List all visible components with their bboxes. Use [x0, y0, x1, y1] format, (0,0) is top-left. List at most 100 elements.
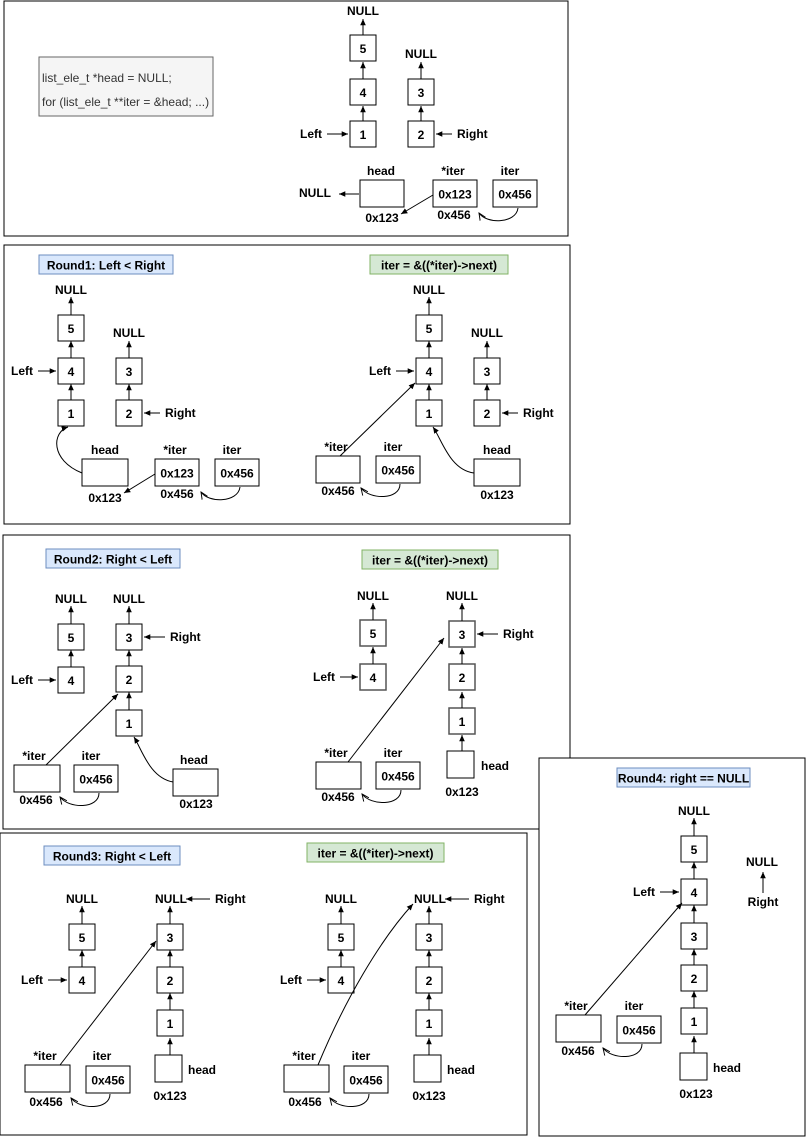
iter-box: [73, 764, 119, 793]
iter-to-deref-iter: [361, 483, 401, 497]
node-value: 5: [360, 42, 367, 56]
left-label: Left: [11, 673, 33, 687]
iter-box-value: 0x456: [349, 1074, 383, 1088]
node-value: 5: [338, 931, 345, 945]
iter-box-value: 0x456: [220, 467, 254, 481]
deref-iter-box-value: 0x123: [160, 467, 194, 481]
deref-iter-address: 0x456: [321, 790, 355, 804]
deref-iter-to-node4-next: [339, 382, 416, 457]
right-label: Right: [457, 127, 488, 141]
deref-iter-to-node3-next: [59, 940, 157, 1066]
deref-iter-box-value: 0x123: [438, 188, 472, 202]
head-address: 0x123: [445, 785, 479, 799]
iter-box-value: 0x456: [91, 1074, 125, 1088]
list-node: [68, 923, 96, 951]
node-value: 1: [126, 717, 133, 731]
deref-iter-to-node2-next: [45, 693, 119, 766]
round2-label: Round2: Right < Left: [54, 553, 172, 567]
null-label: NULL: [678, 804, 710, 818]
node-value: 2: [167, 974, 174, 988]
deref-iter-box: [13, 764, 61, 793]
right-label: Right: [474, 892, 505, 906]
head-address: 0x123: [153, 1089, 187, 1103]
deref-iter-box: [283, 1064, 330, 1093]
deref-iter-box: [315, 455, 361, 484]
head-box: [359, 179, 405, 208]
head-label: head: [180, 753, 208, 767]
list-node: [680, 878, 708, 906]
node-value: 2: [426, 974, 433, 988]
deref-iter-to-null: [317, 903, 414, 1066]
iter-box: [343, 1065, 389, 1094]
head-label: head: [481, 759, 509, 773]
iter-box: [616, 1015, 662, 1044]
iter-box: [375, 455, 421, 484]
iter-to-deref-iter: [603, 1043, 643, 1057]
node-value: 1: [426, 1017, 433, 1031]
iter-to-deref-iter: [60, 792, 100, 806]
head-box: [446, 750, 475, 779]
list-node: [68, 966, 96, 994]
round2-label-box: [45, 548, 181, 569]
head-box: [413, 1054, 442, 1083]
head-address: 0x123: [179, 797, 213, 811]
node-value: 5: [426, 322, 433, 336]
node-value: 3: [459, 628, 466, 642]
head-address: 0x123: [480, 488, 514, 502]
head-box: [679, 1052, 708, 1081]
head-box: [81, 458, 129, 487]
null-label: NULL: [299, 186, 331, 200]
iter-label: iter: [93, 1049, 112, 1063]
null-label: NULL: [471, 326, 503, 340]
deref-iter-box: [555, 1014, 602, 1043]
panel-initial: [3, 0, 569, 237]
deref-iter-box: [24, 1064, 71, 1093]
round3-action-label-box: [306, 842, 445, 863]
head-address: 0x123: [412, 1089, 446, 1103]
round2-action-label-box: [361, 549, 499, 570]
iter-to-deref-iter: [362, 789, 402, 803]
right-label: Right: [503, 627, 534, 641]
iter-label: iter: [501, 164, 520, 178]
node-value: 4: [360, 86, 367, 100]
iter-box-value: 0x456: [79, 773, 113, 787]
deref-iter-to-node3-next: [347, 637, 445, 763]
node-value: 2: [126, 407, 133, 421]
deref-iter-label: *iter: [22, 749, 46, 763]
iter-box-value: 0x456: [381, 770, 415, 784]
list-node: [57, 314, 85, 342]
list-node: [415, 357, 443, 385]
deref-iter-label: *iter: [324, 440, 348, 454]
iter-box-value: 0x456: [622, 1024, 656, 1038]
right-label: Right: [523, 406, 554, 420]
node-value: 2: [484, 407, 491, 421]
node-value: 5: [68, 631, 75, 645]
deref-iter-box: [315, 761, 362, 790]
null-label: NULL: [66, 892, 98, 906]
iter-box: [85, 1065, 131, 1094]
node-value: 5: [68, 322, 75, 336]
deref-iter-address: 0x456: [321, 484, 355, 498]
deref-iter-address: 0x456: [29, 1095, 63, 1109]
node-value: 1: [691, 1015, 698, 1029]
null-label: NULL: [357, 589, 389, 603]
list-node: [415, 923, 443, 951]
node-value: 3: [167, 931, 174, 945]
iter-label: iter: [82, 749, 101, 763]
head-to-node1: [432, 426, 475, 474]
iter-to-deref-iter: [479, 207, 519, 222]
iter-box: [492, 179, 538, 208]
list-node: [680, 964, 708, 992]
node-value: 4: [338, 974, 345, 988]
node-value: 1: [167, 1017, 174, 1031]
node-value: 3: [691, 930, 698, 944]
round1-action-label: iter = &((*iter)->next): [381, 259, 497, 273]
head-label: head: [713, 1061, 741, 1075]
node-value: 4: [68, 365, 75, 379]
null-label: NULL: [325, 892, 357, 906]
left-label: Left: [21, 973, 43, 987]
iter-label: iter: [223, 443, 242, 457]
node-value: 3: [426, 931, 433, 945]
list-node: [115, 709, 143, 737]
node-value: 5: [691, 843, 698, 857]
